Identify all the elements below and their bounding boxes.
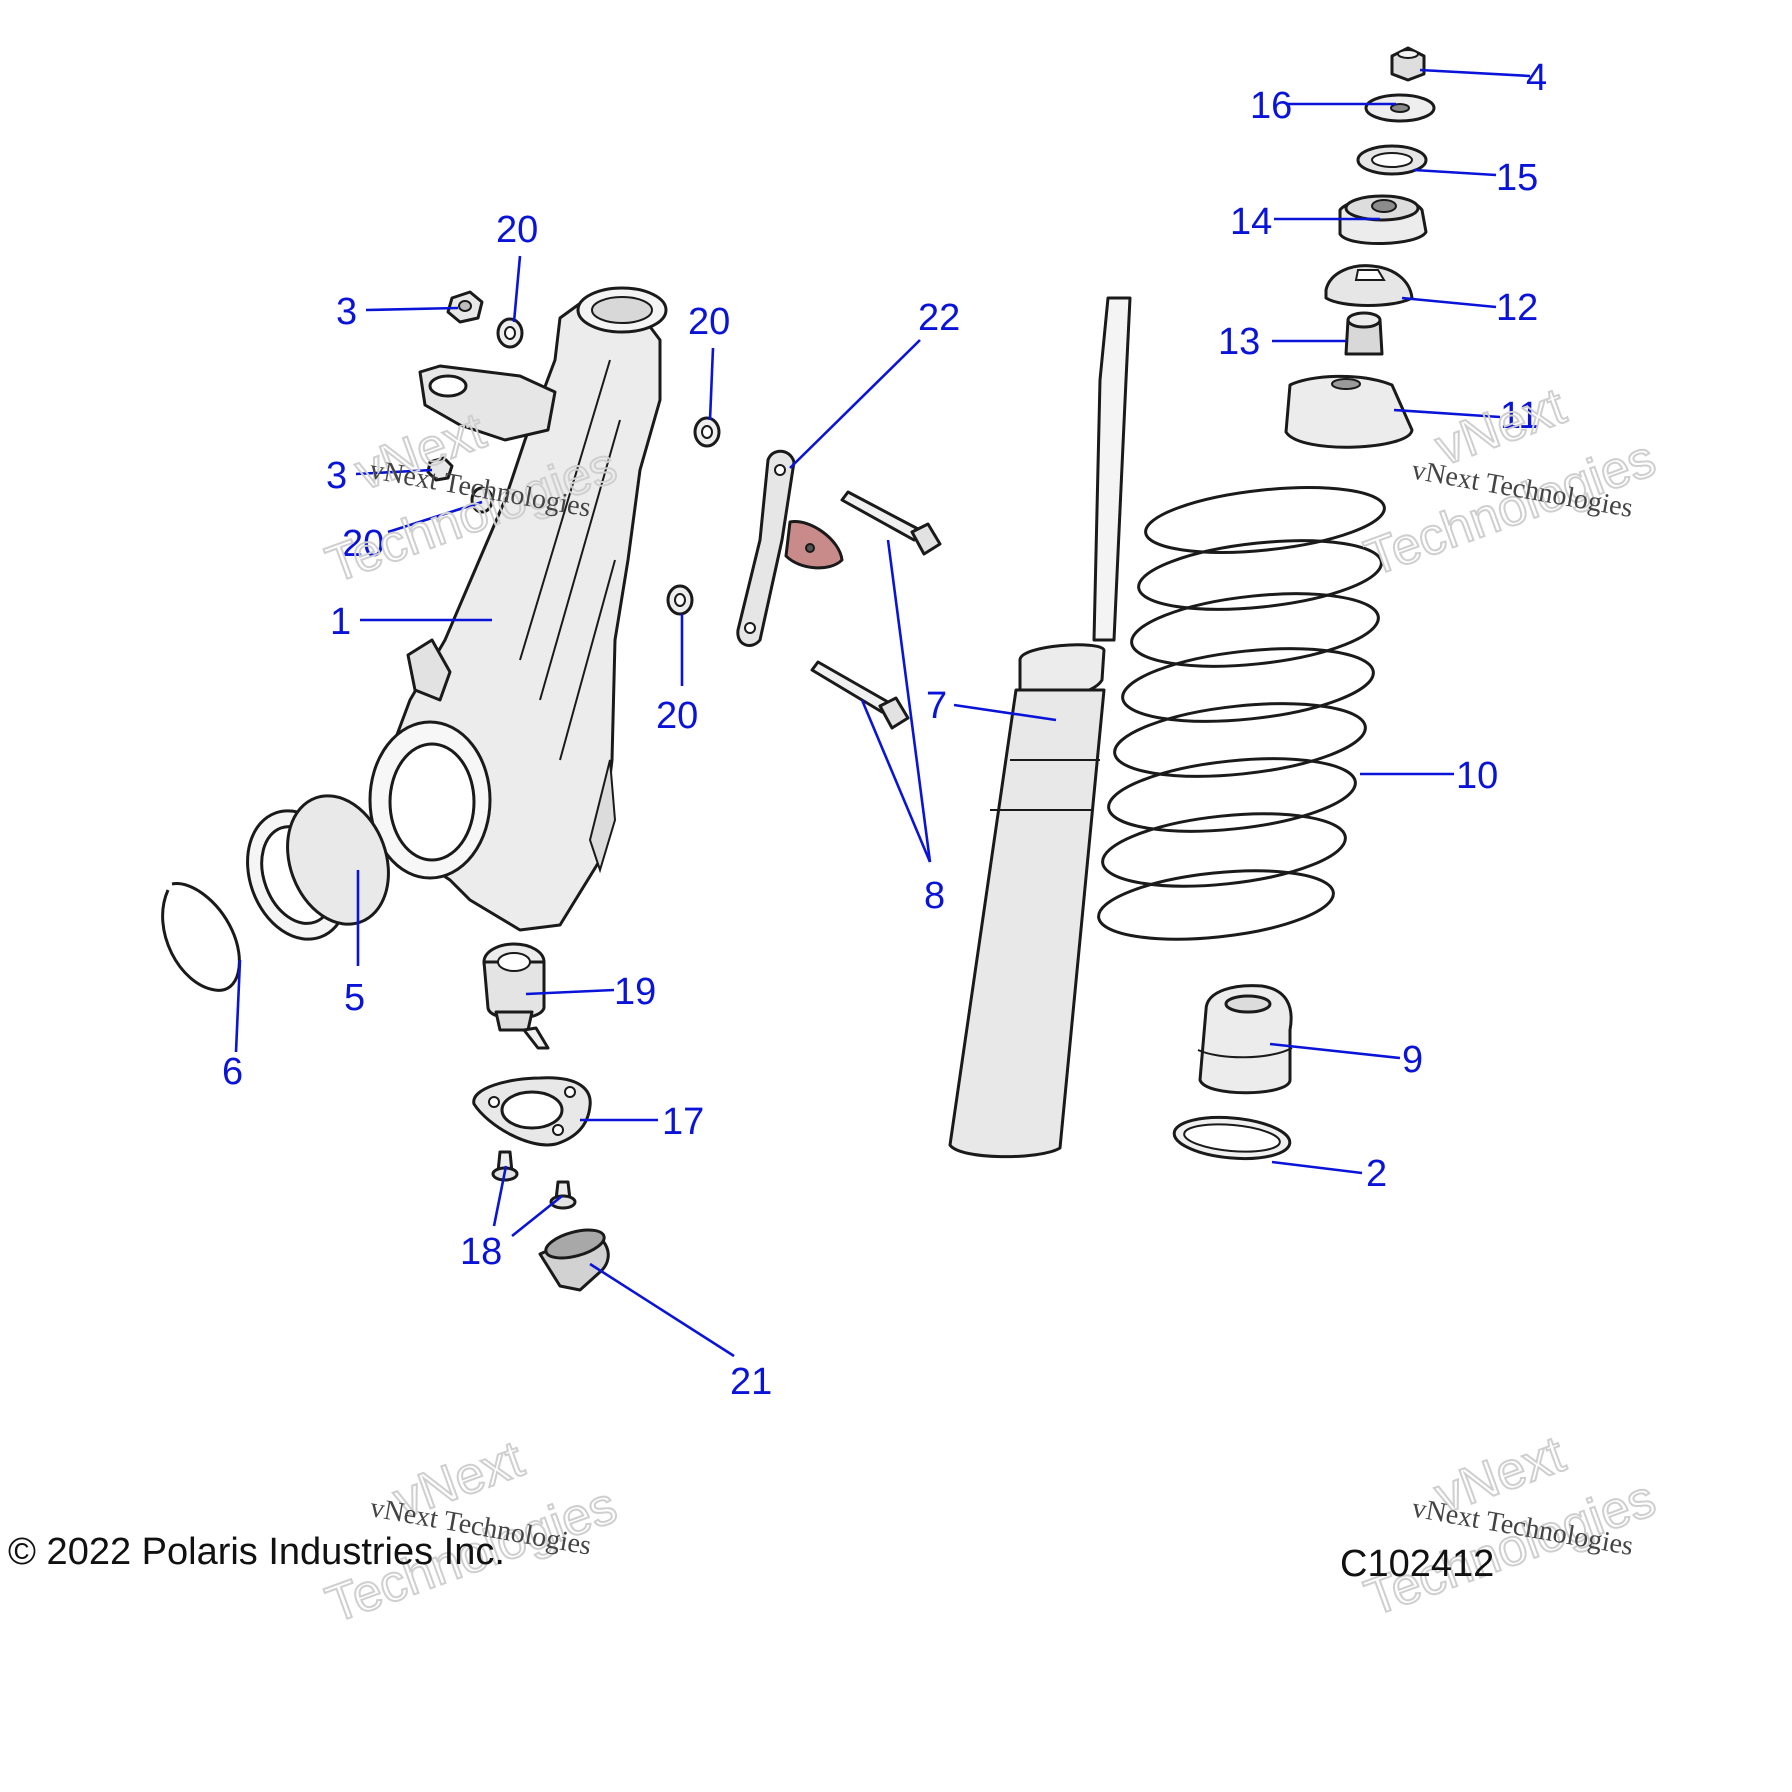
callout-20-right-upper: 20	[688, 301, 730, 343]
callout-20-left: 20	[342, 523, 384, 565]
upper-seat-part	[1284, 374, 1414, 449]
nut-upper-part	[446, 290, 484, 324]
callout-15: 15	[1496, 157, 1538, 199]
snap-ring-part	[161, 882, 241, 992]
callout-16: 16	[1250, 85, 1292, 127]
bearing-washer-part	[1356, 144, 1428, 176]
callout-19: 19	[614, 971, 656, 1013]
dust-boot-part	[538, 1228, 610, 1292]
watermark-lower-right: vNext Technologies vNext Technologies	[1357, 1424, 1664, 1629]
callout-3-middle: 3	[326, 455, 347, 497]
bolt-small-part	[491, 1150, 577, 1210]
washer-part	[470, 317, 721, 616]
callout-1: 1	[330, 601, 351, 643]
callout-13: 13	[1218, 321, 1260, 363]
strut-mount-part	[1338, 194, 1428, 246]
strut-part	[948, 296, 1132, 1159]
long-bolt-part	[810, 490, 942, 730]
callout-7: 7	[926, 685, 947, 727]
callout-20-right-lower: 20	[656, 695, 698, 737]
bearing-part	[246, 794, 390, 941]
callout-21: 21	[730, 1361, 772, 1403]
callout-8: 8	[924, 875, 945, 917]
ball-joint-part	[482, 942, 550, 1050]
callout-10: 10	[1456, 755, 1498, 797]
bump-stop-part	[1197, 984, 1293, 1095]
top-nut-part	[1390, 46, 1426, 82]
callout-5: 5	[344, 977, 365, 1019]
bracket-part	[736, 449, 844, 647]
callout-12: 12	[1496, 287, 1538, 329]
coil-spring-part	[1097, 486, 1386, 941]
callout-9: 9	[1402, 1039, 1423, 1081]
callout-22: 22	[918, 297, 960, 339]
callout-14: 14	[1230, 201, 1272, 243]
copyright-text: © 2022 Polaris Industries Inc.	[8, 1531, 505, 1573]
knuckle-part	[368, 286, 668, 932]
callout-20-top: 20	[496, 209, 538, 251]
callout-6: 6	[222, 1051, 243, 1093]
leader-lines	[234, 68, 1531, 1358]
dome-cap-part	[1324, 264, 1414, 307]
strut-nut-part	[1344, 311, 1384, 356]
nut-middle-part	[426, 456, 454, 482]
callout-17: 17	[662, 1101, 704, 1143]
callout-11: 11	[1500, 395, 1539, 437]
callout-18: 18	[460, 1231, 502, 1273]
diagram-code: C102412	[1340, 1543, 1494, 1585]
callout-4: 4	[1526, 57, 1547, 99]
callout-2: 2	[1366, 1153, 1387, 1195]
callout-labels: 1 2 3 3 4 5 6 7 8 9 10 11 12 13 14 15 16…	[222, 57, 1547, 1403]
isolator-ring-part	[1172, 1115, 1292, 1161]
top-washer-part	[1364, 93, 1436, 123]
retainer-plate-part	[472, 1076, 592, 1147]
callout-3-upper: 3	[336, 291, 357, 333]
